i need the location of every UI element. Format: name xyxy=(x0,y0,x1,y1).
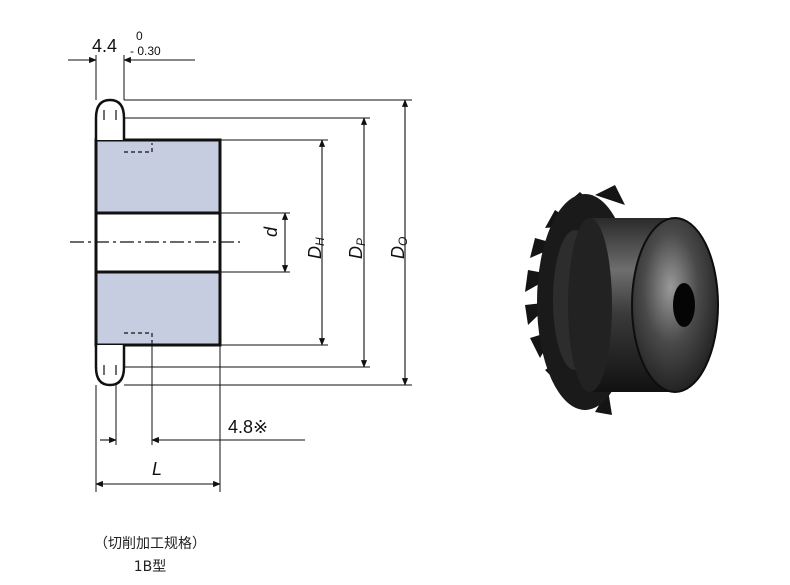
dim-tol-upper: 0 xyxy=(136,29,143,43)
do-main: D xyxy=(388,246,408,259)
caption-type: 1B型 xyxy=(133,559,167,575)
dimension-lines xyxy=(68,56,409,488)
dp-main: D xyxy=(346,246,366,259)
tooth-plate-lower xyxy=(94,345,126,387)
dim-text-dp: DP xyxy=(346,238,368,259)
dim-text-d: d xyxy=(261,226,281,237)
cross-section-drawing xyxy=(70,98,240,387)
tooth-plate-upper xyxy=(94,98,126,140)
tooth-tip-line-lower xyxy=(103,365,117,375)
hub-lower-section xyxy=(94,270,222,347)
dim-text-4-8: 4.8※ xyxy=(228,417,268,437)
do-sub: O xyxy=(396,237,410,246)
caption-spec: （切削加工规格） xyxy=(94,536,206,552)
dh-main: D xyxy=(305,246,325,259)
tooth-tip-line-upper xyxy=(103,110,117,120)
hub-upper-section xyxy=(94,138,222,215)
svg-text:DP: DP xyxy=(346,238,368,259)
sprocket-photo xyxy=(525,185,719,415)
bore-hole xyxy=(673,283,695,327)
dp-sub: P xyxy=(354,238,368,246)
svg-text:DO: DO xyxy=(388,237,410,259)
dh-sub: H xyxy=(313,237,327,246)
dim-text-dh: DH xyxy=(305,237,327,259)
hidden-groove-upper xyxy=(124,143,153,153)
hidden-groove-lower xyxy=(124,332,153,342)
dim-text-4-4: 4.4 xyxy=(92,36,117,56)
svg-text:DH: DH xyxy=(305,237,327,259)
extension-lines xyxy=(95,55,412,492)
dim-text-do: DO xyxy=(388,237,410,259)
dim-tol-lower: - 0.30 xyxy=(130,44,161,58)
dim-text-l: L xyxy=(152,459,162,479)
